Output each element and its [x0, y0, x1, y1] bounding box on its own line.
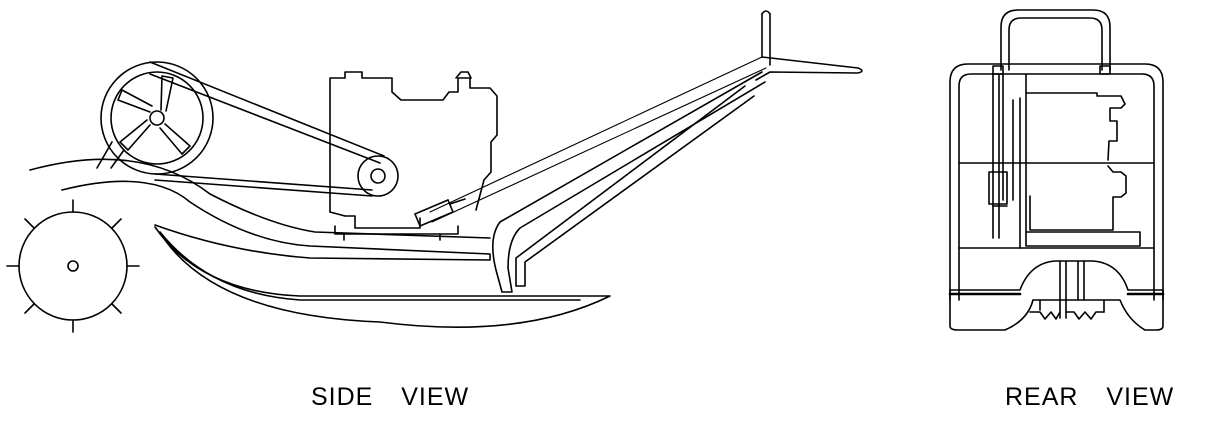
rear-engine	[1019, 73, 1141, 249]
side-engine	[329, 71, 498, 217]
rear-view-label: REAR VIEW	[1005, 383, 1175, 411]
side-frame	[29, 158, 491, 261]
side-view-label: SIDE VIEW	[311, 383, 470, 411]
side-handle	[414, 10, 863, 293]
rear-frame	[949, 63, 1164, 301]
side-pulley	[100, 61, 214, 175]
rear-view-drawing	[948, 9, 1165, 331]
side-skid	[154, 226, 611, 328]
side-drive-belt	[149, 61, 399, 197]
rear-skid	[948, 260, 1165, 331]
rear-handle	[1000, 9, 1111, 71]
rear-belt-column	[988, 73, 1014, 239]
side-view-drawing	[6, 10, 863, 333]
side-rear-wheel	[6, 199, 140, 333]
